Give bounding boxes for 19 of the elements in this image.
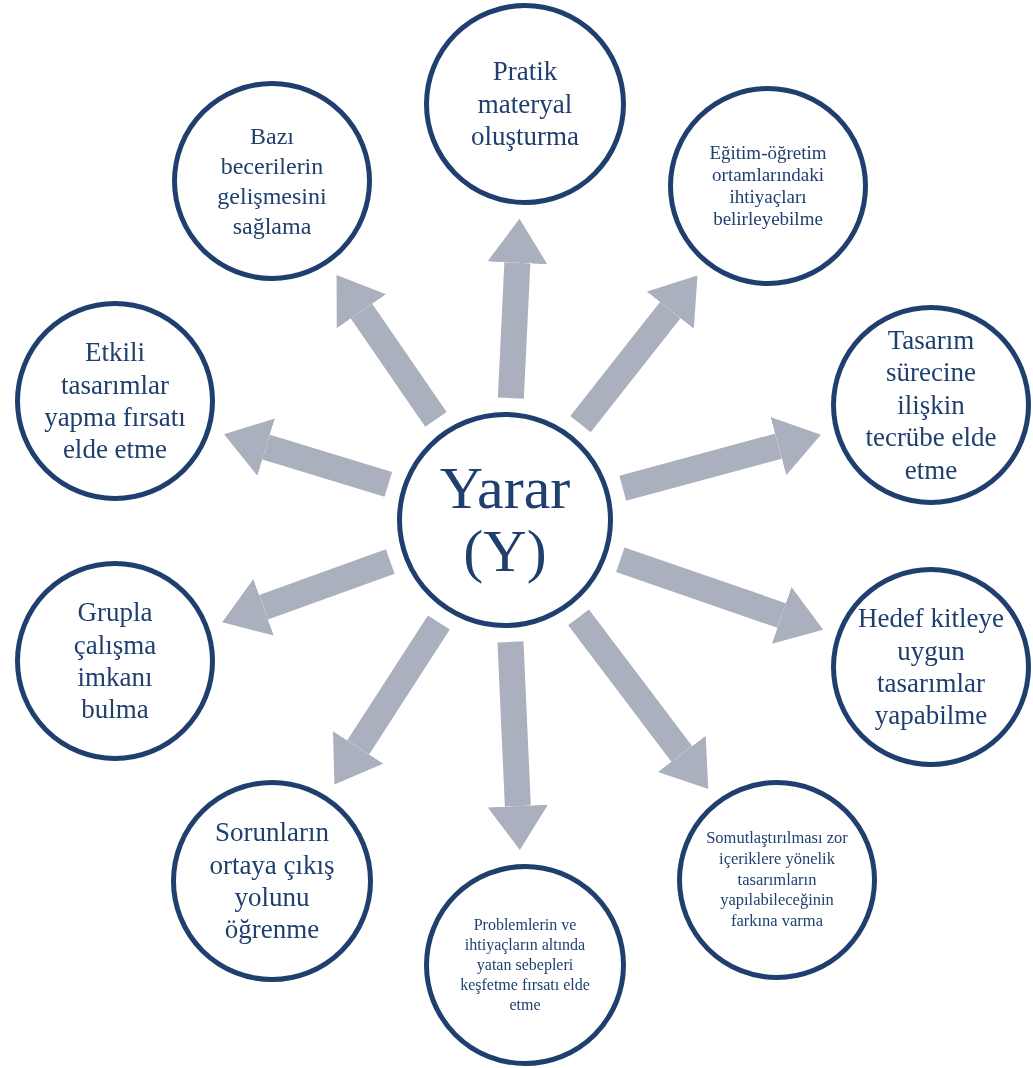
node-text: Etkili tasarımlar yapma fırsatı elde etme <box>43 336 187 466</box>
node-text: Tasarım sürecine ilişkin tecrübe elde etme <box>864 324 998 486</box>
block-arrow <box>487 218 548 399</box>
block-arrow <box>224 418 393 497</box>
node-text: Problemlerin ve ihtiyaçların altında yatan sebepleri keşfetme fırsatı elde etme <box>459 915 591 1015</box>
node-text: Grupla çalışma imkanı bulma <box>72 596 158 726</box>
block-arrow <box>616 547 824 644</box>
block-arrow <box>222 549 395 636</box>
block-arrow <box>619 417 821 501</box>
node-text: Sorunların ortaya çıkış yolunu öğrenme <box>208 816 336 946</box>
block-arrow <box>570 275 698 433</box>
node-text: Bazı becerilerin gelişmesini sağlama <box>216 122 328 241</box>
block-arrow <box>487 641 548 851</box>
node-text: Pratik materyal oluşturma <box>470 55 580 153</box>
block-arrow <box>568 609 709 790</box>
node-text: Yarar (Y) <box>438 457 572 583</box>
node-text: Eğitim-öğretim ortamlarındaki ihtiyaçları belirleyebilme <box>708 142 828 230</box>
node-text: Somutlaştırılması zor içeriklere yönelik tasarımların yapılabileceğinin farkına varma <box>705 828 849 932</box>
node-text: Hedef kitleye uygun tasarımlar yapabilme <box>856 602 1006 732</box>
